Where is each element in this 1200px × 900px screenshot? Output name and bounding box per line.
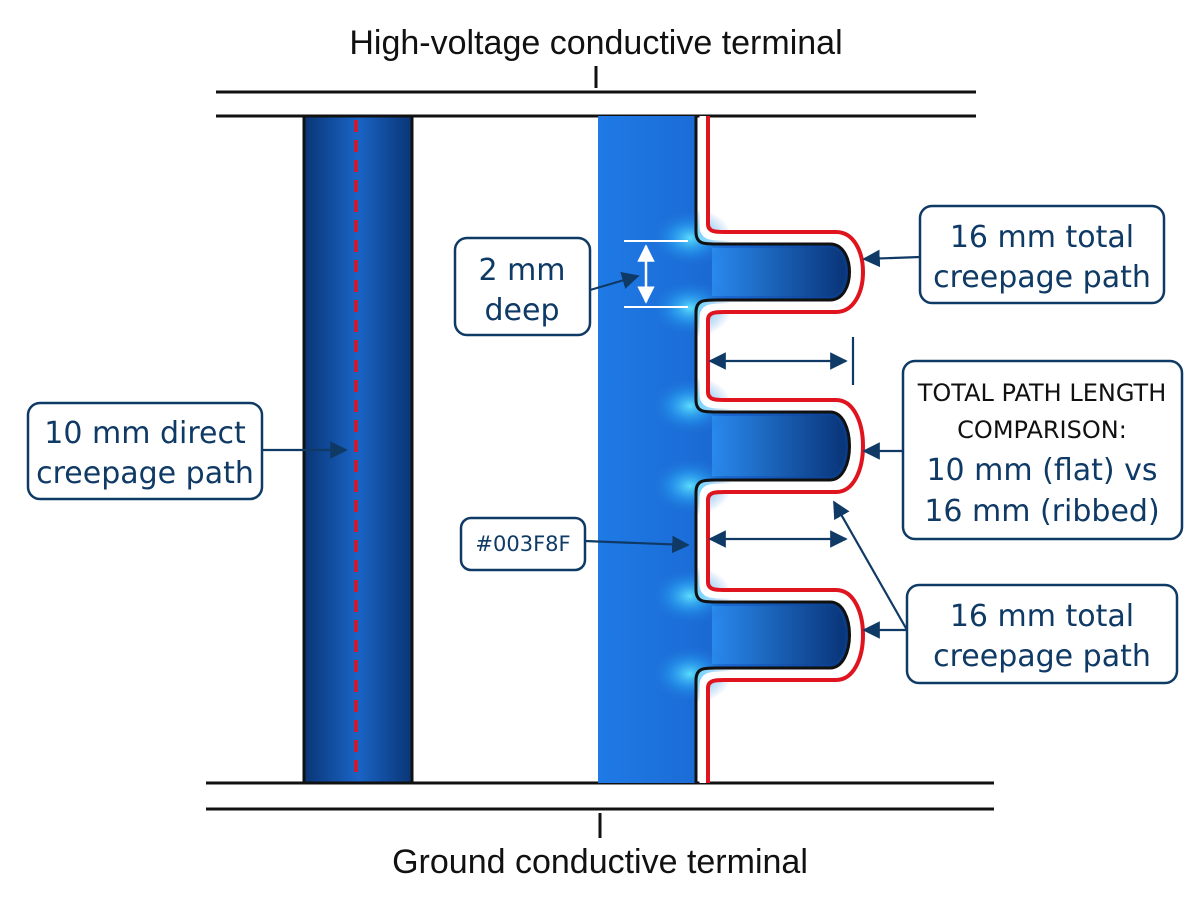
rib-fin-1	[712, 248, 845, 296]
ribbed-bottom-callout	[905, 583, 1179, 685]
depth-callout-line-1: 2 mm	[478, 253, 565, 288]
ribbed-top-line-2: creepage path	[933, 260, 1151, 295]
creepage-path-gap	[699, 116, 863, 783]
ribbed-profile-outline	[694, 116, 851, 783]
ribbed-bottom-line-1: 16 mm total	[950, 599, 1134, 634]
comparison-line-3: 10 mm (flat) vs	[926, 453, 1157, 488]
ribbed-bottom-leader-2	[833, 500, 908, 631]
depth-callout-line-2: deep	[485, 293, 560, 328]
ribbed-top-callout	[918, 204, 1166, 305]
depth-callout	[453, 236, 592, 337]
rib-fin-3	[712, 606, 845, 664]
ground-terminal-label: Ground conductive terminal	[392, 843, 808, 881]
field-glow	[648, 278, 732, 338]
ribbed-top-line-1: 16 mm total	[950, 220, 1134, 255]
field-glow	[648, 208, 732, 268]
direct-callout-line-1: 10 mm direct	[44, 416, 246, 451]
color-code-label: #003F8F	[475, 532, 570, 556]
color-code-callout	[459, 516, 587, 572]
comparison-line-1: TOTAL PATH LENGTH	[917, 379, 1167, 407]
field-glow	[648, 566, 732, 626]
comparison-line-4: 16 mm (ribbed)	[924, 494, 1159, 529]
comparison-line-2: COMPARISON:	[957, 416, 1127, 444]
field-glow	[648, 376, 732, 436]
direct-callout-line-2: creepage path	[36, 456, 254, 491]
rib-fin-2	[712, 416, 845, 476]
field-glow	[648, 456, 732, 516]
ribbed-bottom-line-2: creepage path	[933, 639, 1151, 674]
ribbed-top-leader	[862, 249, 921, 268]
depth-callout-leader	[589, 271, 640, 292]
field-glow	[648, 644, 732, 704]
hv-terminal-label: High-voltage conductive terminal	[349, 24, 842, 62]
color-code-leader	[584, 535, 690, 554]
